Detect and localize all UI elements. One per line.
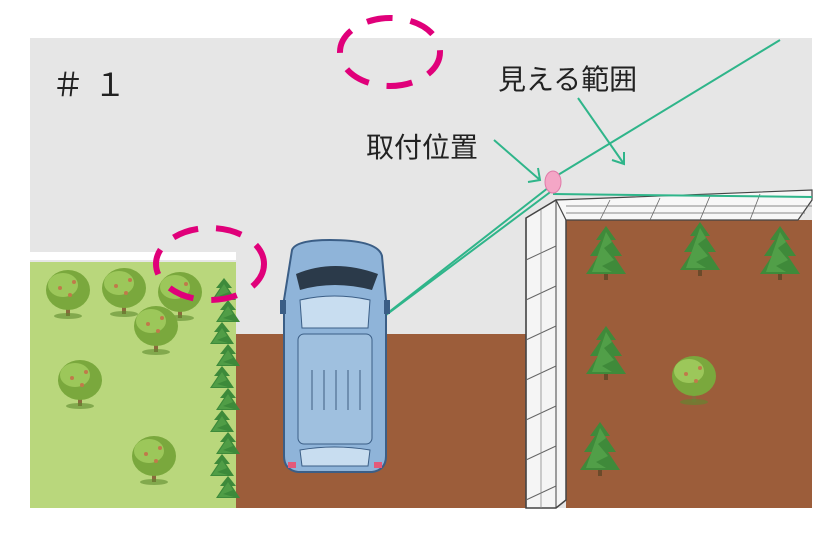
- block-fence-vertical: [525, 199, 567, 509]
- scene-number-label: ＃１: [52, 66, 137, 104]
- highlight-circle-left: [153, 225, 267, 303]
- road-edge-line: [30, 252, 236, 260]
- view-range-lines: [365, 39, 813, 331]
- arrow-to-mount: [493, 139, 542, 183]
- car-top-view-icon: [280, 238, 390, 473]
- highlight-circle-top: [337, 15, 443, 89]
- arrow-to-range: [577, 97, 625, 166]
- block-fence-horizontal: [555, 189, 813, 221]
- visible-range-label: 見える範囲: [498, 63, 638, 96]
- mount-position-label: 取付位置: [366, 131, 479, 164]
- camera-mount-icon: [544, 170, 562, 194]
